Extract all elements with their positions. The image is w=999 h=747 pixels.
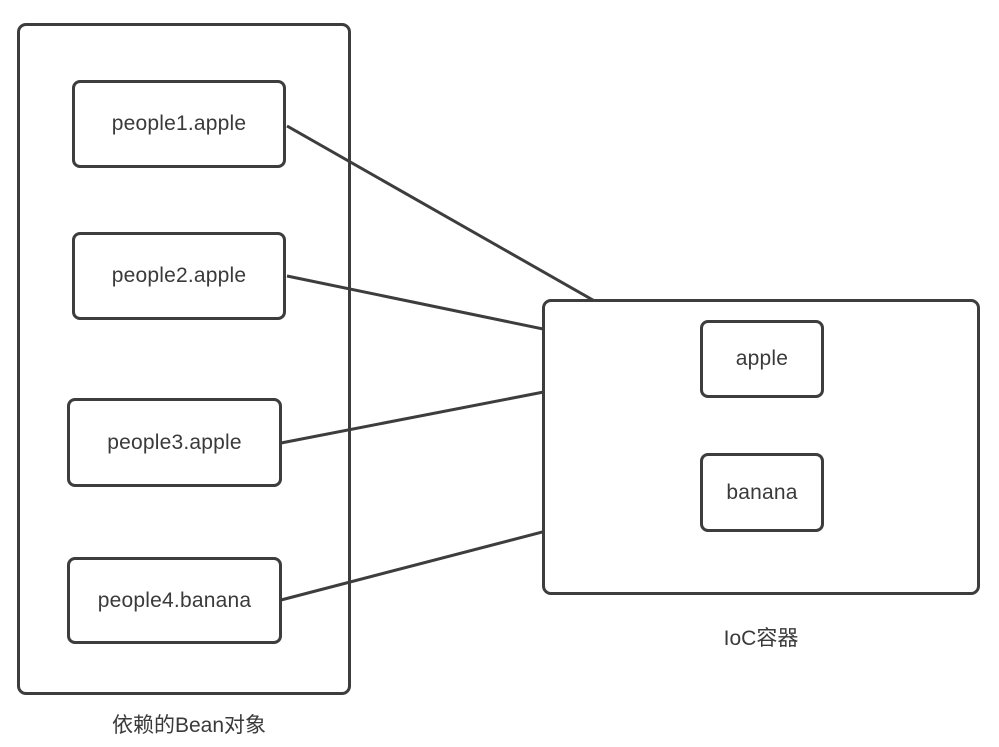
node-people1-apple-label: people1.apple: [111, 112, 247, 135]
node-people3-apple-label: people3.apple: [107, 430, 242, 454]
node-people4-banana: people4.banana: [67, 557, 282, 644]
dependent-beans-caption: 依赖的Bean对象: [111, 714, 267, 737]
node-people2-apple: people2.apple: [72, 232, 286, 320]
node-apple: apple: [700, 320, 824, 398]
node-banana-label: banana: [726, 480, 798, 504]
node-banana: banana: [700, 453, 824, 532]
node-people3-apple: people3.apple: [67, 398, 282, 487]
dependent-beans-group: [17, 23, 351, 695]
node-people2-apple-label: people2.apple: [111, 264, 247, 287]
node-people4-banana-label: people4.banana: [97, 588, 252, 612]
ioc-container-caption: IoC容器: [723, 627, 799, 650]
node-people1-apple: people1.apple: [72, 80, 286, 168]
node-apple-label: apple: [735, 347, 789, 370]
